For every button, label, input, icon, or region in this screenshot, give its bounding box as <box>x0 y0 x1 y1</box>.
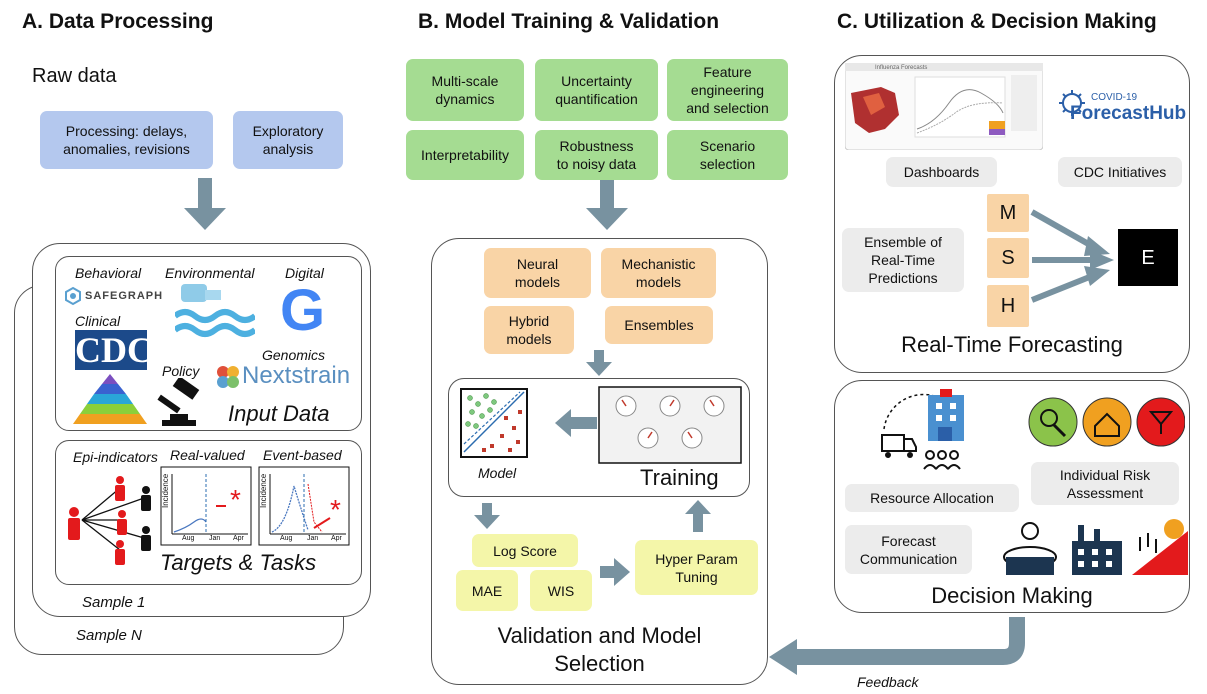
decision-making-title: Decision Making <box>931 583 1093 608</box>
event-based-target-marker: * <box>330 494 341 525</box>
behavioral-label: Behavioral <box>75 265 142 281</box>
raw-data-label: Raw data <box>32 65 117 87</box>
feature-uncertainty: Uncertainty quantification <box>535 59 658 121</box>
environmental-label: Environmental <box>165 265 255 281</box>
genomics-label: Genomics <box>262 347 326 363</box>
real-valued-label: Real-valued <box>170 447 245 463</box>
feature-engineering: Feature engineering and selection <box>667 59 788 121</box>
validation-title: Validation and Model Selection <box>497 623 702 676</box>
tick-apr-1: Apr <box>233 535 244 542</box>
targets-title: Targets & Tasks <box>160 550 317 575</box>
digital-label: Digital <box>285 265 324 281</box>
water-icon <box>175 284 255 337</box>
model-label: Model <box>478 465 517 481</box>
sample-1-label: Sample 1 <box>82 594 146 611</box>
forecast-communication-label: Forecast Communication <box>845 525 972 574</box>
incidence-axis-2: Incidence <box>259 473 268 508</box>
cdc-logo: CDC <box>75 330 153 370</box>
tick-jan-1: Jan <box>209 535 221 542</box>
clinical-label: Clinical <box>75 313 121 329</box>
m-box: M <box>987 194 1029 232</box>
nextstrain-icon <box>217 366 239 388</box>
google-logo: G <box>280 278 326 343</box>
arrow-down-b2 <box>586 350 612 376</box>
feature-multiscale: Multi-scale dynamics <box>406 59 524 121</box>
real-time-forecasting-title: Real-Time Forecasting <box>901 332 1123 357</box>
ensemble-label: Ensemble of Real-Time Predictions <box>842 228 964 292</box>
individual-risk-label: Individual Risk Assessment <box>1031 462 1179 505</box>
heading-utilization: C. Utilization & Decision Making <box>837 10 1157 33</box>
model-scatter-icon <box>460 388 528 458</box>
heading-data-processing: A. Data Processing <box>22 10 214 33</box>
hyper-param-tuning-box: Hyper Param Tuning <box>635 540 758 595</box>
wis-box: WIS <box>530 570 592 611</box>
feedback-label: Feedback <box>857 674 919 690</box>
forecasthub-logo: ForecastHub <box>1070 103 1187 124</box>
nextstrain-logo: Nextstrain <box>242 362 351 389</box>
tick-aug-1: Aug <box>182 535 195 542</box>
hybrid-models-box: Hybrid models <box>484 306 574 354</box>
arrow-up-b <box>685 500 711 532</box>
ensembles-box: Ensembles <box>605 306 713 344</box>
arrow-down-b <box>586 180 628 230</box>
s-box: S <box>987 238 1029 278</box>
tick-aug-2: Aug <box>280 535 293 542</box>
covid-virus-icon <box>1059 90 1085 116</box>
feature-robustness: Robustness to noisy data <box>535 130 658 180</box>
dashboard-screenshot <box>845 63 1043 150</box>
arrow-left-b <box>555 409 597 437</box>
arrow-down-b3 <box>474 503 500 529</box>
ensemble-arrows <box>1030 209 1114 303</box>
arrow-right-b <box>600 558 630 586</box>
heading-model-training: B. Model Training & Validation <box>418 10 720 33</box>
log-score-box: Log Score <box>472 534 578 567</box>
policy-label: Policy <box>162 363 200 379</box>
feature-scenario: Scenario selection <box>667 130 788 180</box>
input-data-title: Input Data <box>228 401 330 426</box>
pyramid-icon <box>73 374 147 424</box>
mae-box: MAE <box>456 570 518 611</box>
training-label: Training <box>640 465 719 490</box>
safegraph-logo: SAFEGRAPH <box>85 290 164 302</box>
tick-jan-2: Jan <box>307 535 319 542</box>
risk-icons <box>1028 397 1185 447</box>
h-box: H <box>987 285 1029 327</box>
resource-allocation-icon <box>881 389 964 470</box>
covid-text: COVID-19 <box>1091 92 1138 103</box>
cdc-initiatives-label: CDC Initiatives <box>1058 157 1182 187</box>
processing-box: Processing: delays, anomalies, revisions <box>40 111 213 169</box>
dashboard-title: Influenza Forecasts <box>875 65 928 71</box>
arrow-down-a <box>184 178 226 230</box>
tick-apr-2: Apr <box>331 535 342 542</box>
incidence-axis-1: Incidence <box>161 473 170 508</box>
gavel-icon <box>157 378 200 426</box>
safegraph-icon <box>65 286 81 306</box>
exploratory-box: Exploratory analysis <box>233 111 343 169</box>
hyperparam-dials-icon <box>598 386 742 464</box>
mechanistic-models-box: Mechanistic models <box>601 248 716 298</box>
real-valued-target-marker: * <box>230 484 241 515</box>
e-box: E <box>1118 229 1178 286</box>
epi-network-icon <box>68 476 151 565</box>
event-based-label: Event-based <box>263 447 342 463</box>
event-based-chart <box>258 466 350 546</box>
real-valued-chart <box>160 466 252 546</box>
dashboards-label: Dashboards <box>886 157 997 187</box>
feature-interpretability: Interpretability <box>406 130 524 180</box>
feedback-arrow <box>769 617 1025 675</box>
neural-models-box: Neural models <box>484 248 591 298</box>
resource-allocation-label: Resource Allocation <box>845 484 1019 512</box>
epi-indicators-label: Epi-indicators <box>73 449 158 465</box>
decision-scenario-icons <box>1003 519 1188 575</box>
sample-n-label: Sample N <box>76 627 142 644</box>
